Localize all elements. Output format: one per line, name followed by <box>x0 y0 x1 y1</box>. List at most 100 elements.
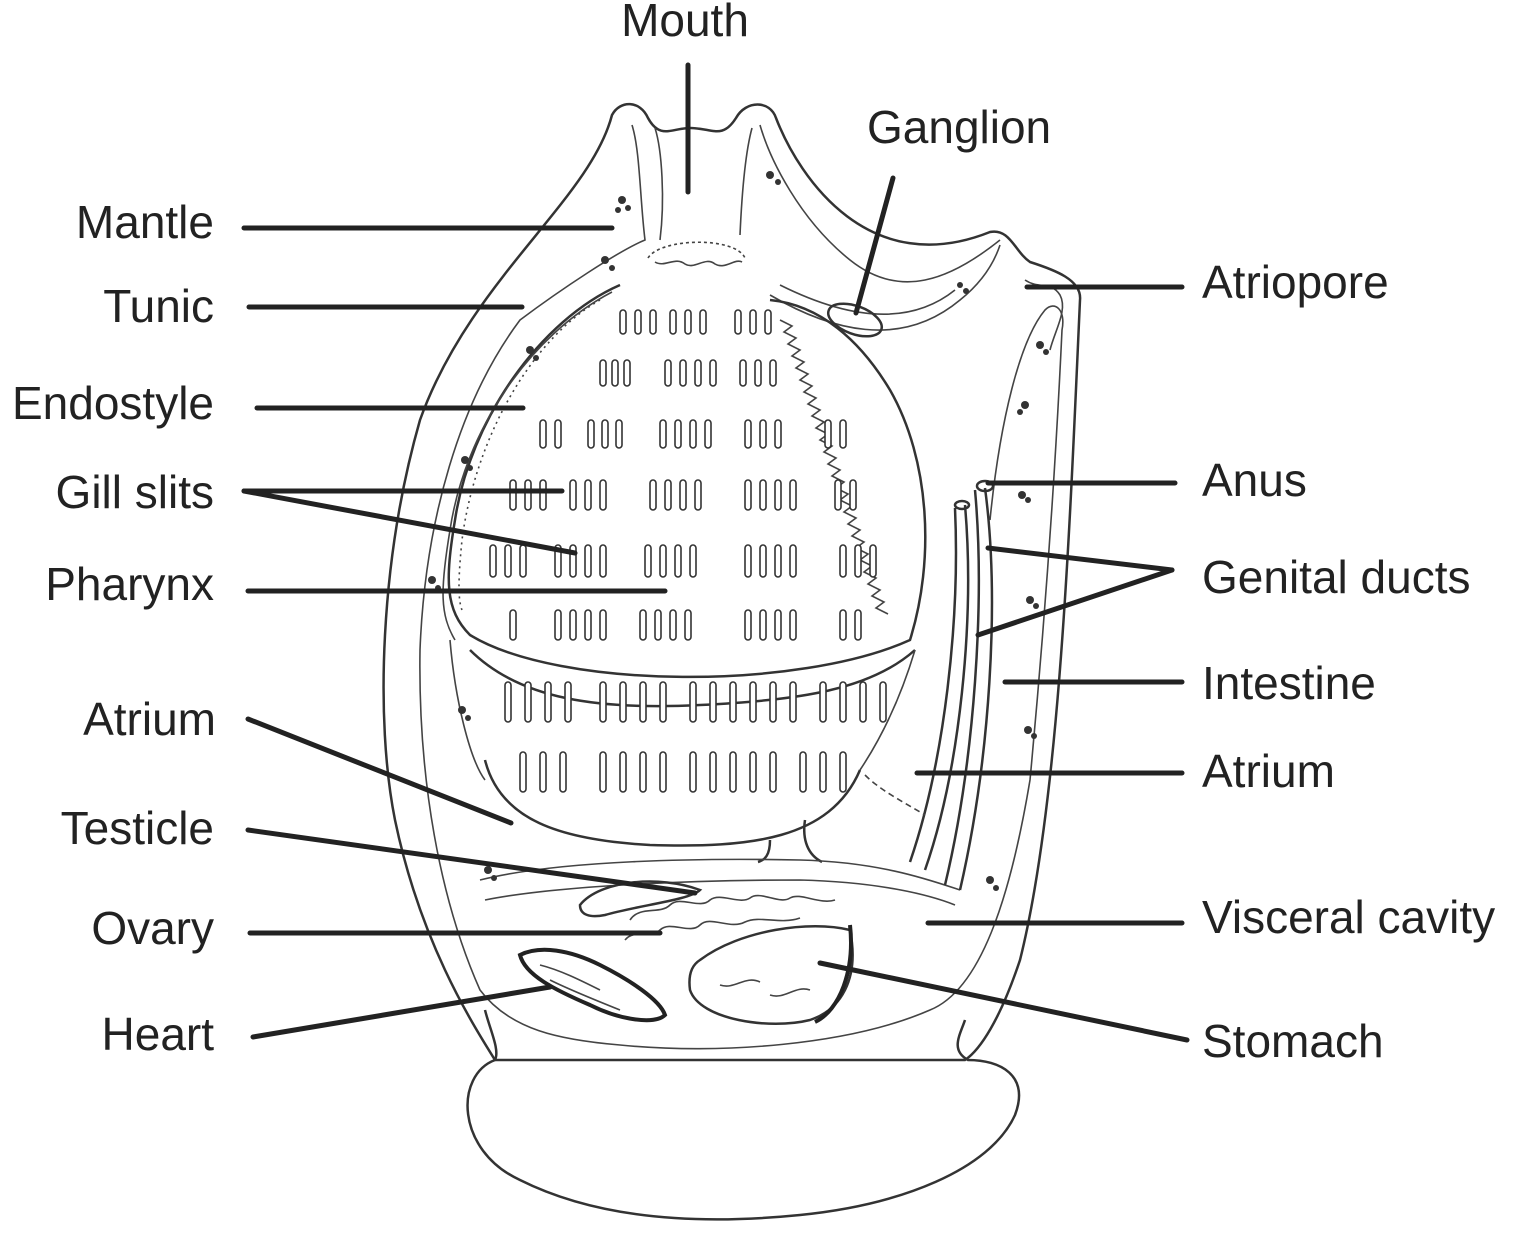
label-gill-slits: Gill slits <box>56 466 214 518</box>
mantle-outline <box>419 124 1064 1050</box>
gill-slit <box>649 479 657 511</box>
gill-slit <box>854 544 862 578</box>
gill-slit <box>774 609 782 641</box>
gill-slit <box>819 681 827 723</box>
label-tunic: Tunic <box>103 280 214 332</box>
label-genital-ducts: Genital ducts <box>1202 551 1470 603</box>
gill-slit <box>509 479 517 511</box>
gill-slit <box>599 681 607 723</box>
gill-slit <box>789 609 797 641</box>
gill-slit <box>623 359 631 387</box>
gill-slit <box>569 479 577 511</box>
gill-slit <box>769 751 777 793</box>
label-pharynx: Pharynx <box>45 558 214 610</box>
gill-slit <box>774 479 782 511</box>
gill-slit <box>569 609 577 641</box>
gill-slit <box>659 681 667 723</box>
gill-slit <box>639 609 647 641</box>
gill-slit <box>694 479 702 511</box>
gill-slit <box>664 479 672 511</box>
label-anus: Anus <box>1202 454 1307 506</box>
gill-slit <box>519 751 527 793</box>
label-mantle: Mantle <box>76 196 214 248</box>
gill-slit <box>774 544 782 578</box>
gill-slit <box>769 359 777 387</box>
gill-slit <box>504 544 512 578</box>
gill-slit <box>674 419 682 449</box>
gill-slit <box>619 681 627 723</box>
gill-slit <box>599 544 607 578</box>
gill-slit <box>709 359 717 387</box>
gill-slit <box>509 609 517 641</box>
gill-slit <box>744 479 752 511</box>
gill-slit <box>824 419 832 449</box>
label-testicle: Testicle <box>61 802 214 854</box>
pharynx-outline <box>447 283 927 679</box>
gill-slit <box>601 419 609 449</box>
gill-slit <box>639 751 647 793</box>
gill-slit <box>674 544 682 578</box>
gill-slit <box>734 309 742 335</box>
gill-slit <box>769 681 777 723</box>
gill-slit <box>504 681 512 723</box>
gill-slit <box>554 544 562 578</box>
gill-slit <box>554 419 562 449</box>
gill-slit <box>704 419 712 449</box>
gill-slit <box>774 419 782 449</box>
gill-slit <box>669 309 677 335</box>
gill-slit <box>689 419 697 449</box>
gill-slit <box>599 751 607 793</box>
gill-slit <box>584 609 592 641</box>
gill-slit <box>764 309 772 335</box>
heart-shape <box>517 947 668 1023</box>
gill-slit <box>849 479 857 511</box>
gill-slit <box>599 479 607 511</box>
gill-slit <box>684 309 692 335</box>
leader-atrium-left <box>245 716 514 826</box>
tunicate-illustration <box>382 102 1082 1221</box>
gill-slit <box>489 544 497 578</box>
gill-slit <box>679 359 687 387</box>
gill-slit <box>689 751 697 793</box>
label-atrium-left: Atrium <box>83 693 216 745</box>
gill-slit <box>789 479 797 511</box>
gill-slit <box>869 544 877 578</box>
gill-slit <box>679 479 687 511</box>
gill-slit <box>839 419 847 449</box>
gill-slit <box>709 751 717 793</box>
label-ganglion: Ganglion <box>867 101 1051 153</box>
gill-slit <box>879 681 887 723</box>
gill-slit <box>554 609 562 641</box>
lower-gill-slits <box>504 681 887 793</box>
gill-slit <box>684 609 692 641</box>
label-heart: Heart <box>102 1008 215 1060</box>
gill-slit <box>619 751 627 793</box>
gill-slit <box>524 681 532 723</box>
leader-lines <box>241 62 1190 1043</box>
gill-slit <box>729 751 737 793</box>
gill-slit <box>519 544 527 578</box>
leader-gill-slits-b <box>241 488 578 556</box>
gill-slit <box>759 479 767 511</box>
gill-slit <box>584 544 592 578</box>
gill-slit <box>789 681 797 723</box>
gill-slit <box>539 479 547 511</box>
gill-slit <box>611 359 619 387</box>
gill-slit <box>639 681 647 723</box>
leader-ganglion <box>853 175 896 316</box>
gill-slit <box>739 359 747 387</box>
label-visceral-cavity: Visceral cavity <box>1202 891 1495 943</box>
gill-slit-grid <box>489 309 877 641</box>
label-intestine: Intestine <box>1202 657 1376 709</box>
gill-slit <box>744 419 752 449</box>
gill-slit <box>729 681 737 723</box>
gill-slit <box>744 609 752 641</box>
stomach-shape <box>688 925 854 1025</box>
base-foot <box>466 1019 1021 1221</box>
gill-slit <box>854 609 862 641</box>
gill-slit <box>649 309 657 335</box>
leader-genital-ducts-b <box>975 567 1175 638</box>
gill-slit <box>749 751 757 793</box>
gill-slit <box>819 751 827 793</box>
